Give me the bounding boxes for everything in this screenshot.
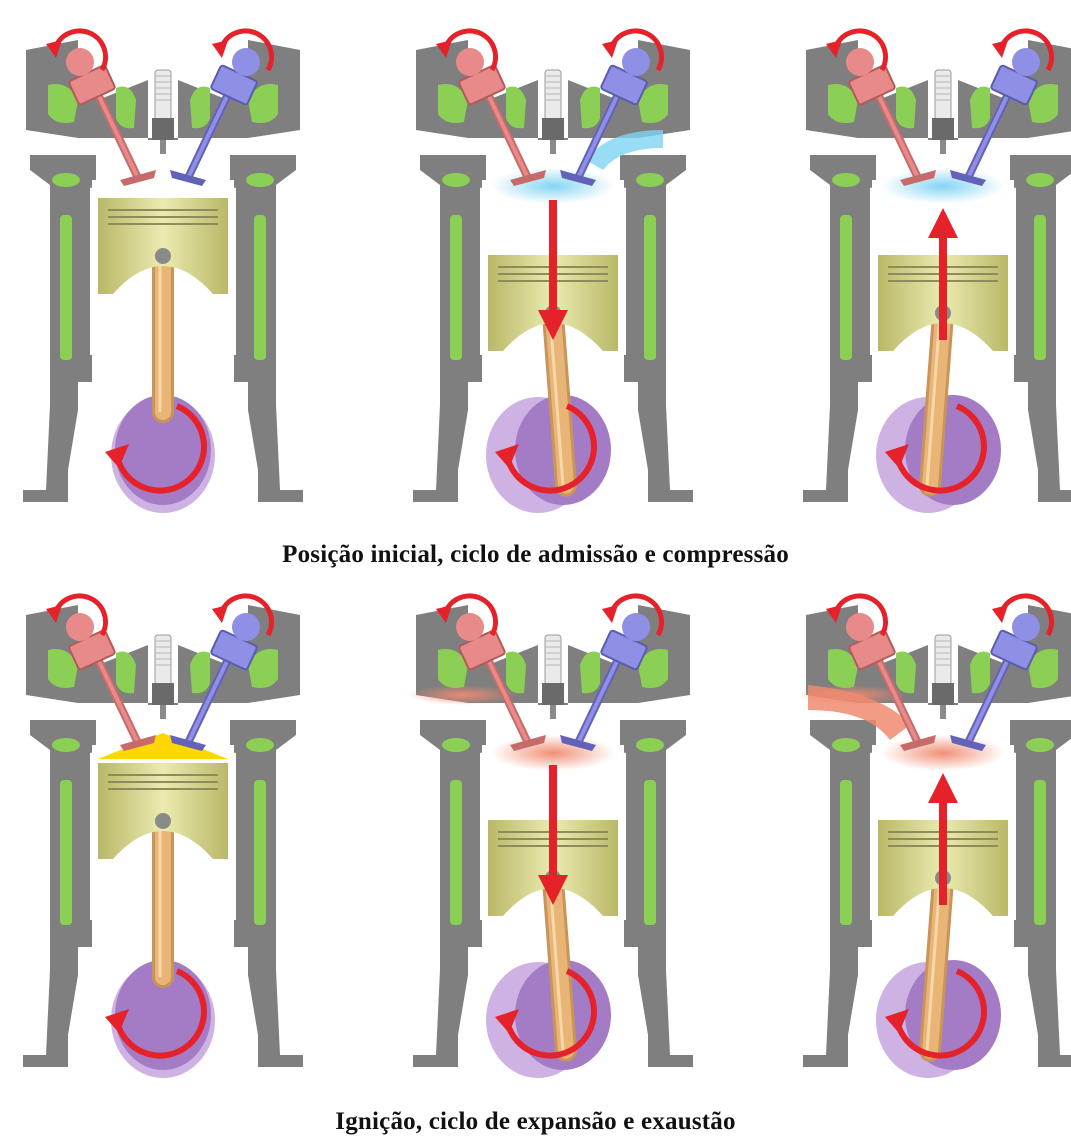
engine-panel-initial-position bbox=[8, 10, 318, 530]
coolant-left-top bbox=[52, 738, 80, 752]
spark-plug bbox=[155, 635, 171, 685]
engine-panel-expansion-stroke bbox=[398, 575, 708, 1095]
coolant-left bbox=[840, 215, 852, 360]
engine-diagram bbox=[398, 575, 708, 1095]
exhaust-cam bbox=[846, 613, 874, 641]
engine-panel-exhaust-stroke bbox=[788, 575, 1071, 1095]
intake-cam bbox=[232, 613, 260, 641]
coolant-left-top bbox=[52, 173, 80, 187]
coolant-right-top bbox=[246, 738, 274, 752]
intake-cam-rotation-arrow-head bbox=[212, 605, 228, 623]
intake-cam bbox=[1012, 613, 1040, 641]
engine-diagram bbox=[788, 575, 1071, 1095]
spark-plug-hex bbox=[152, 118, 174, 140]
spark-plug bbox=[545, 70, 561, 120]
coolant-left-top bbox=[442, 738, 470, 752]
spark-plug bbox=[935, 635, 951, 685]
intake-cam bbox=[1012, 48, 1040, 76]
spark-plug-hex bbox=[542, 683, 564, 705]
coolant-right bbox=[1034, 780, 1046, 925]
intake-cam-rotation-arrow-head bbox=[992, 605, 1008, 623]
coolant-left bbox=[450, 215, 462, 360]
spark-plug-hex bbox=[152, 683, 174, 705]
spark-plug-electrode bbox=[940, 705, 946, 719]
intake-cam-rotation-arrow-head bbox=[212, 40, 228, 58]
engine-panel-compression-stroke bbox=[788, 10, 1071, 530]
coolant-left-top bbox=[832, 738, 860, 752]
spark-plug-hex bbox=[932, 118, 954, 140]
exhaust-cam bbox=[456, 48, 484, 76]
coolant-left bbox=[840, 780, 852, 925]
wrist-pin bbox=[155, 813, 171, 829]
spark-plug bbox=[155, 70, 171, 120]
coolant-right-top bbox=[636, 738, 664, 752]
coolant-left bbox=[60, 780, 72, 925]
exhaust-cam bbox=[846, 48, 874, 76]
caption-bottom: Ignição, ciclo de expansão e exaustão bbox=[0, 1108, 1071, 1136]
coolant-right bbox=[1034, 215, 1046, 360]
engine-diagram bbox=[398, 10, 708, 530]
intake-cam bbox=[622, 48, 650, 76]
intake-mixture bbox=[491, 168, 615, 204]
exhaust-cam bbox=[66, 48, 94, 76]
engine-panel-ignition bbox=[8, 575, 318, 1095]
exhaust-cam bbox=[66, 613, 94, 641]
spark-plug-electrode bbox=[160, 140, 166, 154]
engine-diagram bbox=[8, 575, 318, 1095]
coolant-right bbox=[254, 780, 266, 925]
exhaust-gas bbox=[881, 735, 1005, 771]
coolant-right-top bbox=[636, 173, 664, 187]
coolant-left-top bbox=[442, 173, 470, 187]
coolant-right bbox=[644, 780, 656, 925]
intake-cam-rotation-arrow-head bbox=[602, 40, 618, 58]
coolant-right bbox=[254, 215, 266, 360]
spark-plug-hex bbox=[542, 118, 564, 140]
engine-diagram bbox=[788, 10, 1071, 530]
coolant-right-top bbox=[246, 173, 274, 187]
intake-cam-rotation-arrow-head bbox=[992, 40, 1008, 58]
intake-cam bbox=[622, 613, 650, 641]
spark-plug-electrode bbox=[550, 705, 556, 719]
coolant-right-top bbox=[1026, 173, 1054, 187]
coolant-left bbox=[60, 215, 72, 360]
intake-cam-rotation-arrow-head bbox=[602, 605, 618, 623]
spark-plug bbox=[935, 70, 951, 120]
spark-plug-electrode bbox=[940, 140, 946, 154]
intake-mixture bbox=[881, 168, 1005, 204]
coolant-left-top bbox=[832, 173, 860, 187]
spark-plug bbox=[545, 635, 561, 685]
spark-plug-electrode bbox=[160, 705, 166, 719]
engine-panel-intake-stroke bbox=[398, 10, 708, 530]
spark-plug-hex bbox=[932, 683, 954, 705]
coolant-right-top bbox=[1026, 738, 1054, 752]
coolant-left bbox=[450, 780, 462, 925]
exhaust-cam bbox=[456, 613, 484, 641]
coolant-right bbox=[644, 215, 656, 360]
spark-plug-electrode bbox=[550, 140, 556, 154]
engine-diagram bbox=[8, 10, 318, 530]
intake-cam bbox=[232, 48, 260, 76]
caption-top: Posição inicial, ciclo de admissão e com… bbox=[0, 541, 1071, 569]
wrist-pin bbox=[155, 248, 171, 264]
